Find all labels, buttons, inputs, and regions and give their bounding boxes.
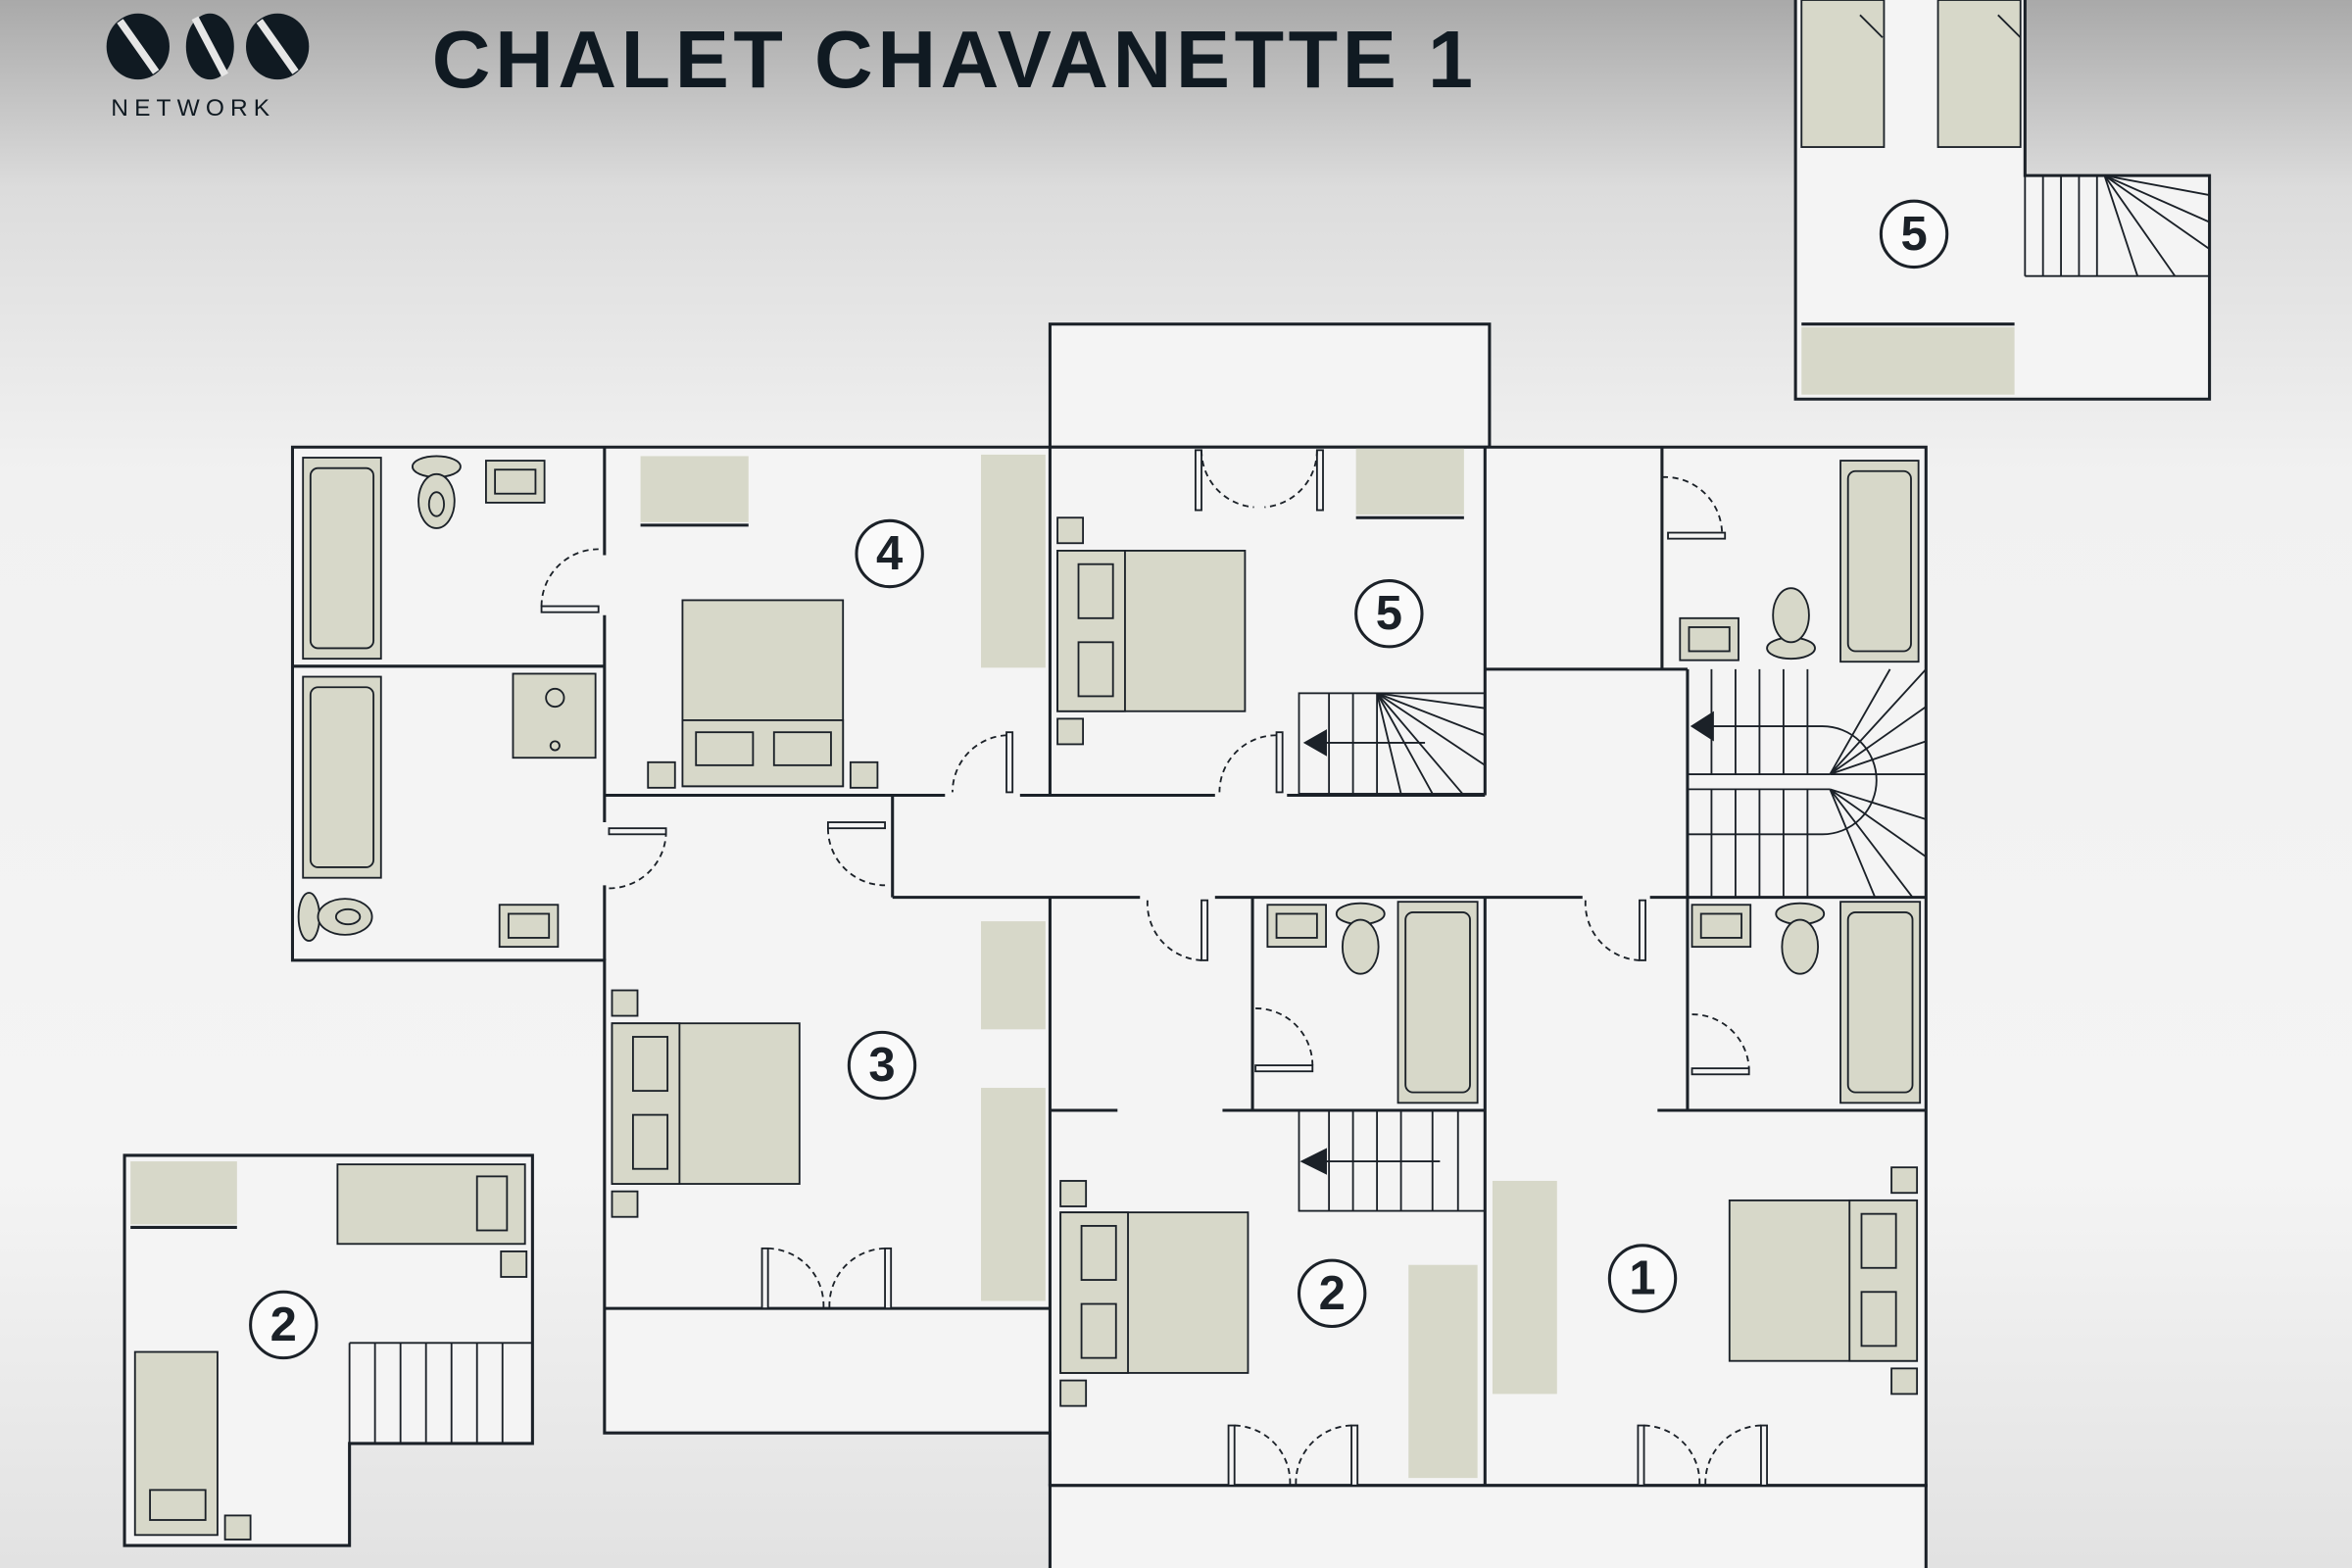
page-title: CHALET CHAVANETTE 1 [432,14,1478,105]
svg-text:2: 2 [1319,1267,1346,1320]
room-label-inset-2: 2 [249,1290,318,1360]
furniture [297,448,1922,1479]
room-label-2: 2 [1297,1258,1367,1329]
brand-name: NETWORK [111,95,275,122]
ovo-logo: NETWORK [106,13,310,122]
svg-text:3: 3 [868,1039,895,1092]
stairs [1298,668,1927,1212]
svg-text:4: 4 [876,527,903,580]
inset-mezzanine-5 [1793,0,2212,401]
svg-text:5: 5 [1900,208,1927,261]
room-label-5: 5 [1354,579,1424,649]
inset-mezzanine-2 [122,1153,534,1547]
svg-text:2: 2 [270,1298,297,1351]
doors [540,449,1768,1487]
room-label-4: 4 [855,518,924,589]
room-label-3: 3 [847,1030,917,1101]
room-label-inset-5: 5 [1879,199,1949,270]
svg-text:1: 1 [1629,1251,1655,1304]
svg-text:5: 5 [1376,587,1402,640]
room-label-1: 1 [1607,1244,1678,1313]
